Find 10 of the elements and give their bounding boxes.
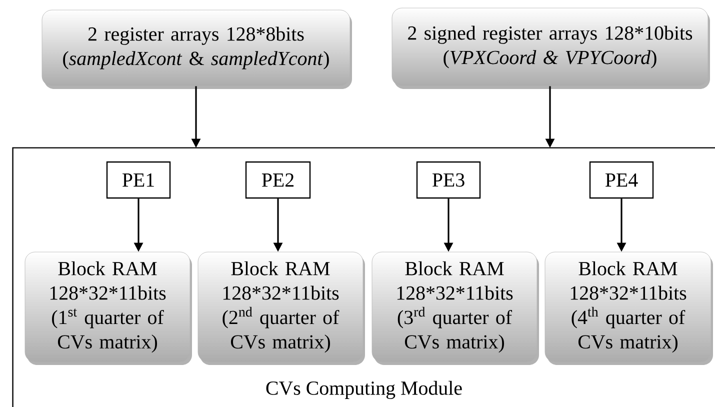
pe-box: PE3 <box>416 161 481 199</box>
pe-box: PE1 <box>106 161 171 199</box>
register-array-box: 2 signed register arrays 128*10bits (VPXCoord & VPYCoord) <box>392 8 710 89</box>
block-ram-box: Block RAM 128*32*11bits (4$^{th}$ quarter of CVs matrix) <box>544 252 713 365</box>
block-ram-box: Block RAM 128*32*11bits (1$^{st}$ quarter of CVs matrix) <box>24 252 192 365</box>
pe-box: PE2 <box>245 161 311 199</box>
block-ram-box: Block RAM 128*32*11bits (2$^{nd}$ quarter of CVs matrix) <box>198 252 365 365</box>
pe-box: PE4 <box>589 161 654 199</box>
register-array-box: 2 register arrays 128*8bits (sampledXcont & sampledYcont) <box>42 10 352 89</box>
block-ram-box: Block RAM 128*32*11bits (3$^{rd}$ quarter of CVs matrix) <box>372 252 539 365</box>
